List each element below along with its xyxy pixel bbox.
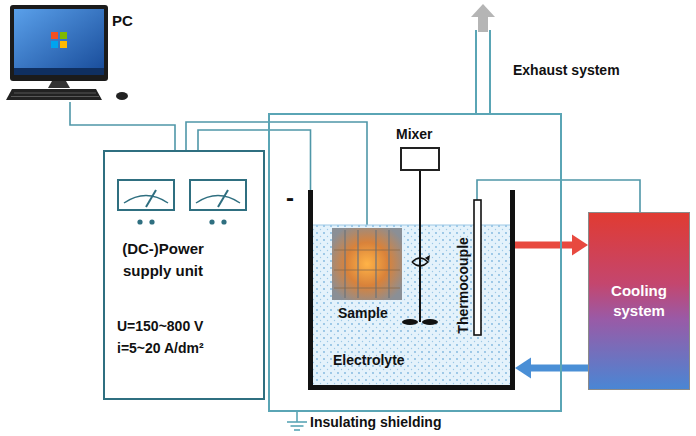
electrolyte-tank: Electrolyte — [308, 190, 515, 390]
pc-monitor — [10, 5, 108, 88]
ground-symbol — [287, 412, 307, 430]
node-title: Insulating shielding — [310, 414, 441, 431]
cooling-system-box: Cooling system — [588, 212, 690, 390]
meter-gauges — [118, 180, 246, 225]
mixer-box: Mixer — [400, 147, 440, 171]
connector — [515, 358, 588, 379]
thermocouple-label: Thermocouple — [455, 237, 472, 333]
connector — [70, 102, 175, 150]
cathode-sign: - — [286, 184, 294, 213]
insulating-shield: Insulating shieldingElectrolyteMixer — [268, 113, 562, 412]
pc-node: PC — [8, 4, 140, 102]
connector-line — [70, 102, 175, 150]
sample-label: Sample — [338, 305, 388, 322]
node-title: PC — [112, 12, 133, 30]
node-title: (DC-)Power supply unit — [113, 238, 213, 282]
node-text: U=150~800 V — [117, 318, 203, 335]
sample-wire — [186, 122, 367, 228]
connector-line — [198, 130, 311, 190]
node-title: Cooling system — [594, 281, 684, 321]
power-supply-box: (DC-)Power supply unitU=150~800 V i=5~20 … — [103, 150, 265, 400]
node-title: Mixer — [396, 126, 433, 143]
arrowhead — [515, 358, 531, 379]
arrowhead — [572, 235, 588, 256]
node-text: i=5~20 A/dm² — [117, 340, 204, 357]
exhaust-label: Exhaust system — [513, 62, 620, 79]
mixer-shaft — [402, 171, 438, 325]
sample-photo — [332, 228, 402, 300]
connector — [515, 235, 588, 256]
node-title: Electrolyte — [333, 352, 405, 369]
connector-line — [529, 365, 588, 372]
connector — [198, 130, 311, 190]
connector-line — [515, 242, 574, 249]
pc-keyboard — [6, 89, 128, 100]
exhaust-duct — [471, 4, 495, 114]
